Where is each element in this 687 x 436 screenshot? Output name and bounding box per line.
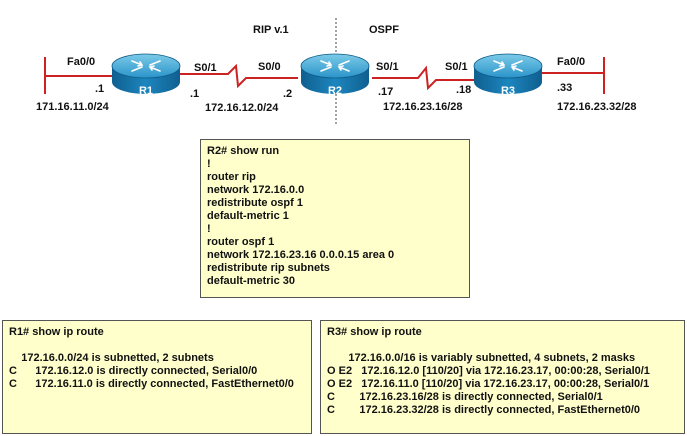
network-lan-r1: 171.16.11.0/24	[36, 101, 109, 113]
r3-s01-label: S0/1	[445, 61, 468, 73]
output-line: R3# show ip route	[327, 326, 422, 338]
router-label: R3	[501, 85, 515, 97]
output-line: !	[207, 158, 211, 170]
output-line: default-metric 1	[207, 210, 289, 222]
output-line: C 172.16.23.32/28 is directly connected,…	[327, 404, 641, 416]
output-line: !	[207, 223, 211, 235]
router-r3-icon: R3	[473, 53, 543, 97]
output-line	[9, 339, 311, 352]
serial-link-r1-r2	[176, 63, 298, 89]
r1-fa-host-id: .1	[95, 83, 105, 95]
router-label: R1	[139, 85, 153, 97]
output-line: router rip	[207, 171, 256, 183]
network-lan-r3: 172.16.23.32/28	[557, 101, 637, 113]
output-line: default-metric 30	[207, 275, 296, 287]
output-line: R1# show ip route	[9, 326, 104, 338]
output-line: C 172.16.12.0 is directly connected, Ser…	[9, 365, 258, 377]
r2-s01-label: S0/1	[376, 61, 399, 73]
r2-s01-host-id: .17	[378, 86, 394, 98]
r3-fa00-label: Fa0/0	[557, 56, 586, 68]
output-line	[327, 339, 684, 352]
output-line: redistribute rip subnets	[207, 262, 330, 274]
r3-s-host-id: .18	[456, 84, 472, 96]
output-line: router ospf 1	[207, 236, 275, 248]
serial-link-r2-r3	[372, 65, 478, 91]
network-r2-r3: 172.16.23.16/28	[383, 101, 463, 113]
output-line: O E2 172.16.12.0 [110/20] via 172.16.23.…	[327, 365, 650, 377]
rip-protocol-label: RIP v.1	[253, 24, 289, 36]
router-r1-icon: R1	[111, 53, 181, 97]
r3-fa-host-id: .33	[557, 82, 573, 94]
output-line: network 172.16.23.16 0.0.0.15 area 0	[207, 249, 395, 261]
r1-s-host-id: .1	[190, 88, 200, 100]
output-line: R2# show run	[207, 145, 280, 157]
ospf-protocol-label: OSPF	[369, 24, 399, 36]
output-line: 172.16.0.0/16 is variably subnetted, 4 s…	[327, 352, 636, 364]
output-line: O E2 172.16.11.0 [110/20] via 172.16.23.…	[327, 378, 650, 390]
output-line: C 172.16.23.16/28 is directly connected,…	[327, 391, 603, 403]
r3-show-ip-route-box: R3# show ip route 172.16.0.0/16 is varia…	[320, 320, 685, 434]
r2-s00-host-id: .2	[283, 88, 293, 100]
router-label: R2	[328, 85, 342, 97]
output-line: 172.16.0.0/24 is subnetted, 2 subnets	[9, 352, 214, 364]
output-line: network 172.16.0.0	[207, 184, 305, 196]
r1-show-ip-route-box: R1# show ip route 172.16.0.0/24 is subne…	[2, 320, 312, 434]
network-r1-r2: 172.16.12.0/24	[205, 102, 279, 114]
output-line: redistribute ospf 1	[207, 197, 303, 209]
r1-fa00-label: Fa0/0	[67, 56, 96, 68]
r2-s00-label: S0/0	[258, 61, 281, 73]
router-r2-icon: R2	[300, 53, 370, 97]
output-line: C 172.16.11.0 is directly connected, Fas…	[9, 378, 294, 390]
r1-s01-label: S0/1	[194, 62, 217, 74]
